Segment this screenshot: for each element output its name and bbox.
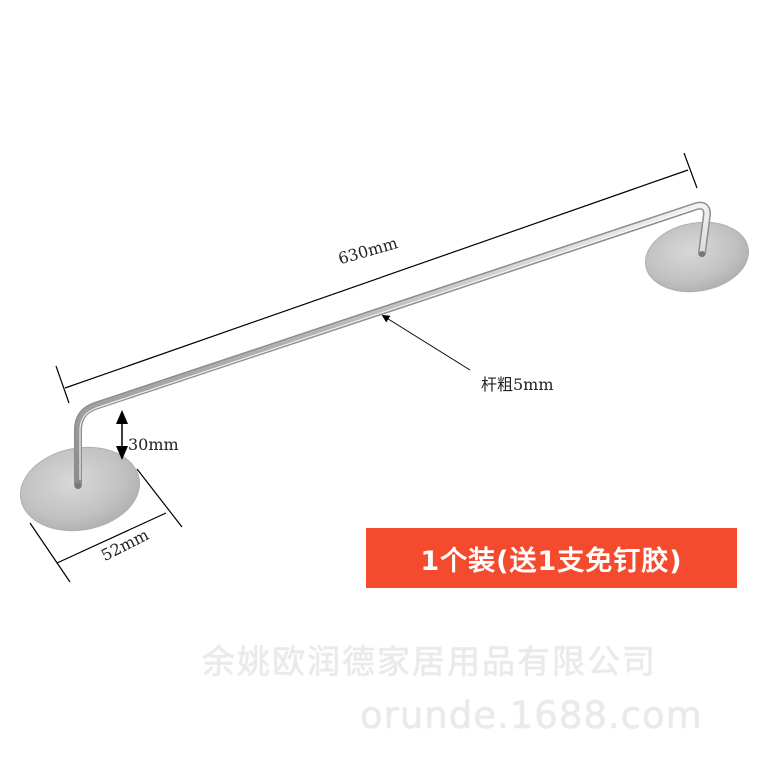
watermark-company: 余姚欧润德家居用品有限公司 <box>202 642 657 681</box>
length-dimension-line <box>55 152 698 404</box>
left-mount-disc <box>19 446 141 532</box>
diameter-dimension-line <box>29 468 183 583</box>
height-label: 30mm <box>128 435 179 454</box>
towel-rod <box>74 201 711 489</box>
rod-thickness-pointer <box>381 314 471 371</box>
right-mount-disc <box>644 221 750 293</box>
watermark-url: orunde.1688.com <box>360 694 703 737</box>
package-badge: 1个装(送1支免钉胶) <box>366 528 737 588</box>
height-dimension-arrow <box>116 410 128 460</box>
rod-thickness-label: 杆粗5mm <box>481 375 554 394</box>
